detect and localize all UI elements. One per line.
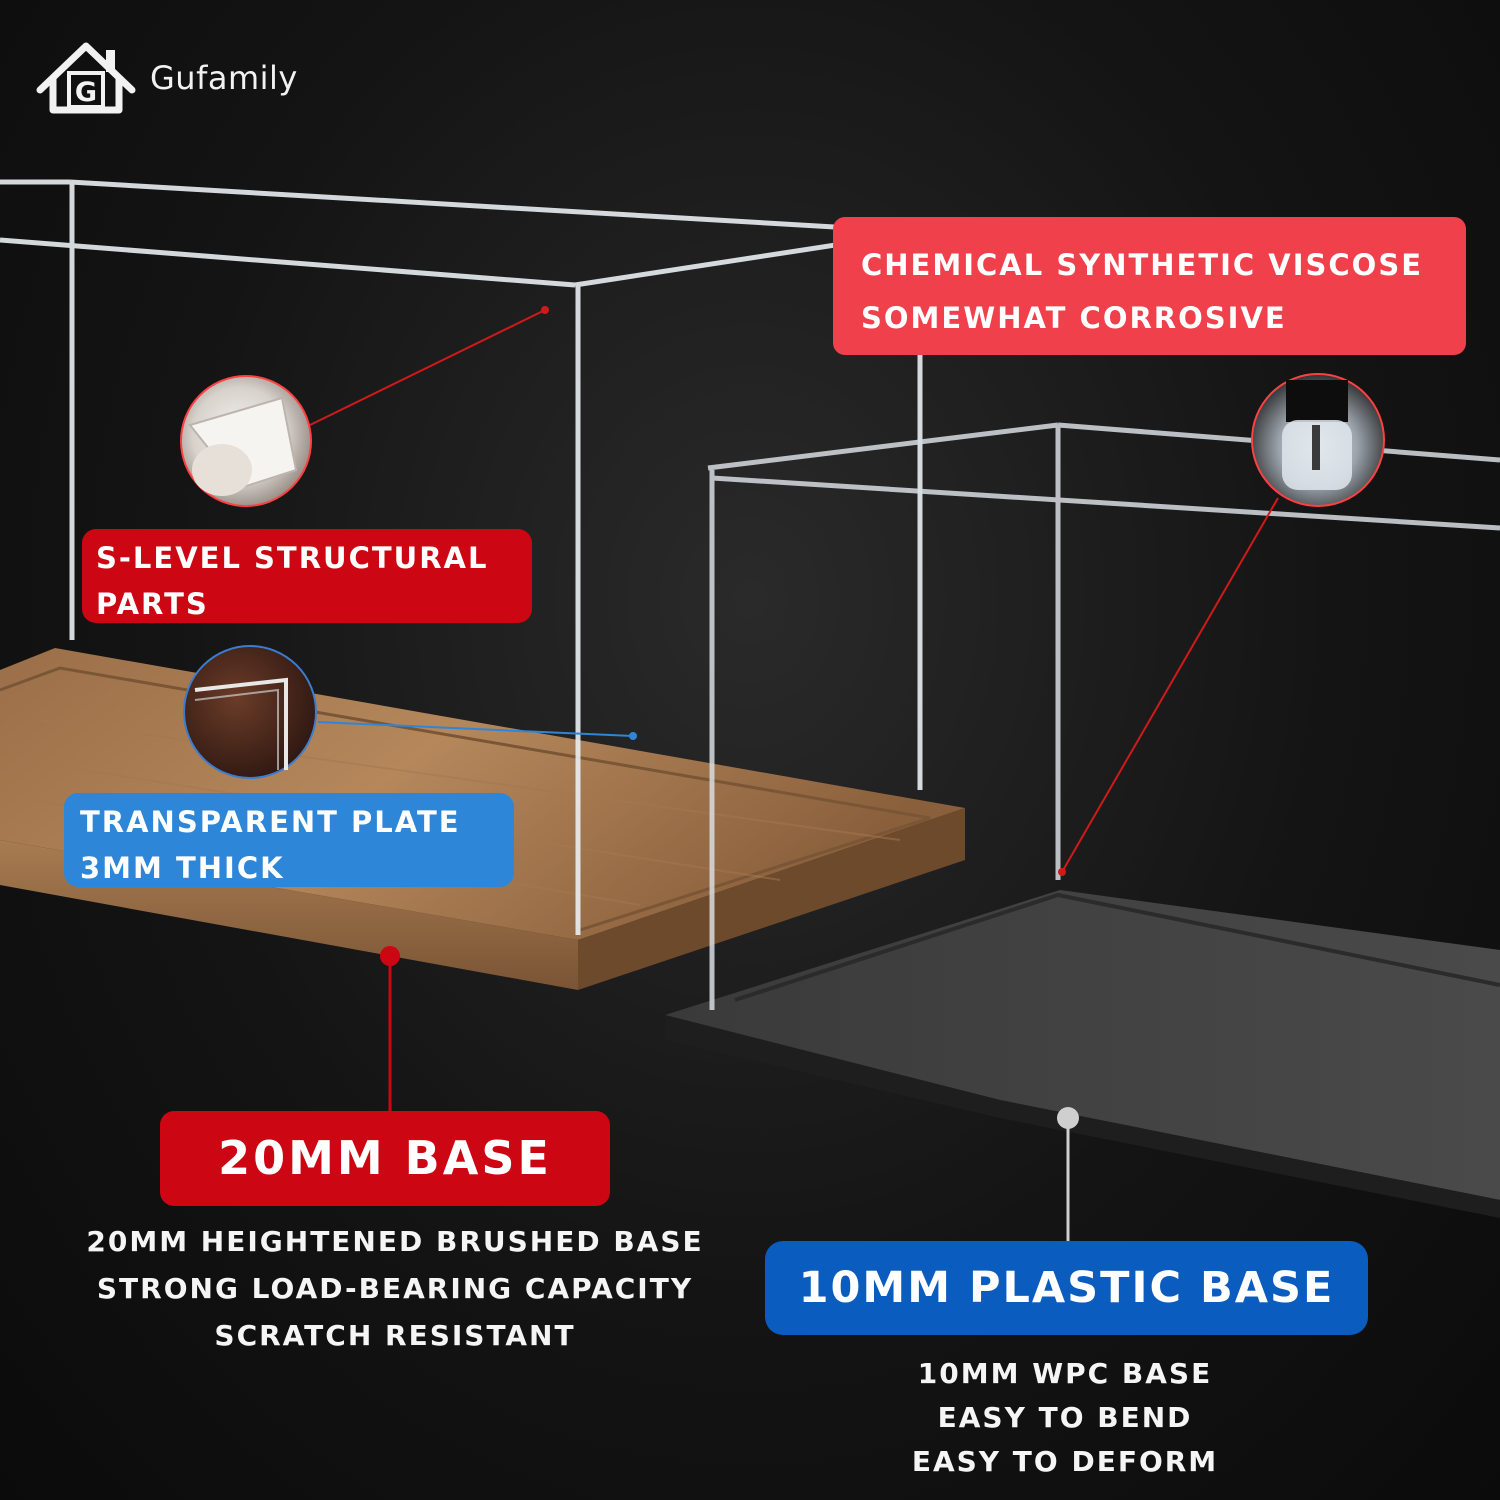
- badge-label: 10MM PLASTIC BASE: [798, 1263, 1335, 1313]
- callout-line: TRANSPARENT PLATE: [80, 805, 461, 839]
- description-line: EASY TO DEFORM: [911, 1445, 1219, 1478]
- description-line: 20MM HEIGHTENED BRUSHED BASE: [86, 1225, 704, 1258]
- callout-chemical-viscose: CHEMICAL SYNTHETIC VISCOSE SOMEWHAT CORR…: [833, 217, 1466, 355]
- badge-label: 20MM BASE: [218, 1131, 552, 1185]
- brand-logo: G Gufamily: [36, 40, 298, 115]
- callout-line: S-LEVEL STRUCTURAL: [96, 541, 489, 575]
- callout-line: PARTS: [96, 587, 209, 621]
- badge-10mm-plastic-base: 10MM PLASTIC BASE: [765, 1241, 1368, 1335]
- badge-20mm-base: 20MM BASE: [160, 1111, 610, 1206]
- description-line: 10MM WPC BASE: [917, 1357, 1213, 1390]
- callout-structural-parts: S-LEVEL STRUCTURAL PARTS: [82, 529, 532, 623]
- brand-name: Gufamily: [150, 58, 298, 97]
- description-line: STRONG LOAD-BEARING CAPACITY: [96, 1272, 694, 1305]
- house-logo-icon: G: [36, 42, 136, 114]
- callout-transparent-plate: TRANSPARENT PLATE 3MM THICK: [64, 793, 514, 887]
- description-line: SCRATCH RESISTANT: [214, 1319, 576, 1352]
- description-10mm-base: 10MM WPC BASE EASY TO BEND EASY TO DEFOR…: [815, 1352, 1315, 1484]
- zoom-transparent-plate: [183, 645, 317, 779]
- callout-line: CHEMICAL SYNTHETIC VISCOSE: [861, 248, 1424, 282]
- zoom-structural-part: [180, 375, 312, 507]
- description-line: EASY TO BEND: [937, 1401, 1193, 1434]
- description-20mm-base: 20MM HEIGHTENED BRUSHED BASE STRONG LOAD…: [40, 1218, 750, 1359]
- callout-line: 3MM THICK: [80, 851, 285, 885]
- leader-lines: [309, 306, 1279, 1242]
- callout-line: SOMEWHAT CORROSIVE: [861, 301, 1287, 335]
- plastic-base: [665, 890, 1500, 1218]
- zoom-viscose-bottle: [1251, 373, 1385, 507]
- logo-letter: G: [75, 77, 97, 108]
